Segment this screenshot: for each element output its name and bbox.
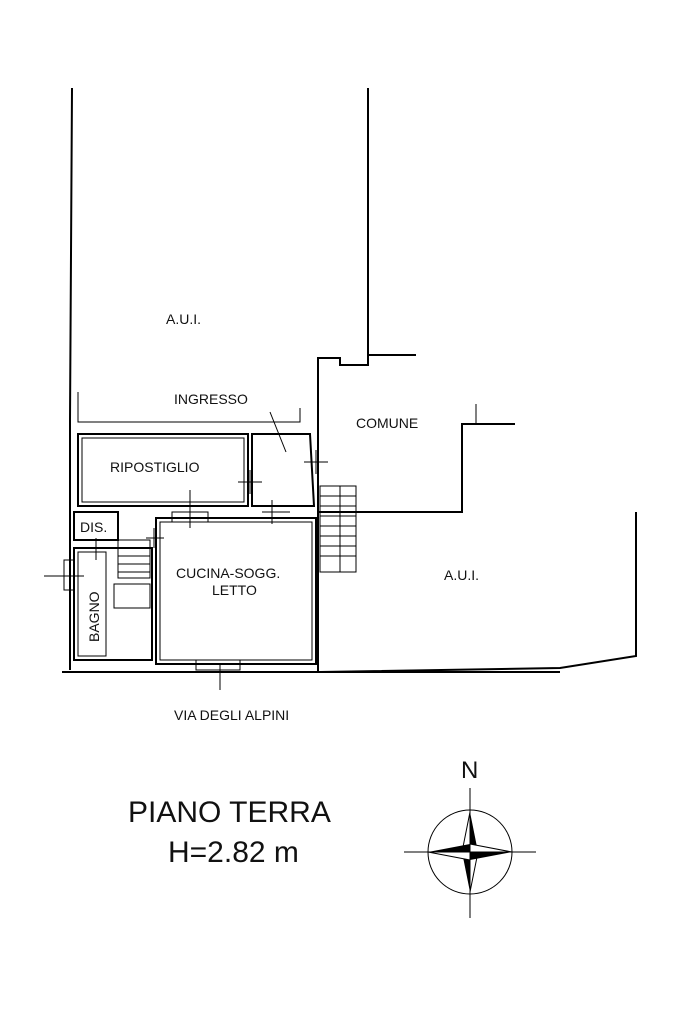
room-ripostiglio bbox=[77, 433, 249, 507]
neighbor-boundary-lines bbox=[69, 87, 416, 672]
label-ripostiglio: RIPOSTIGLIO bbox=[110, 459, 200, 475]
north-label: N bbox=[461, 757, 478, 784]
label-aui-right: A.U.I. bbox=[444, 567, 479, 583]
label-cucina-line2: LETTO bbox=[212, 582, 257, 598]
room-bagno bbox=[44, 538, 153, 661]
room-ingresso bbox=[238, 411, 328, 507]
label-ingresso: INGRESSO bbox=[174, 391, 248, 407]
label-cucina-line1: CUCINA-SOGG. bbox=[176, 565, 280, 581]
compass-rose-icon: N bbox=[404, 757, 536, 918]
label-dis: DIS. bbox=[80, 519, 107, 535]
external-staircase bbox=[319, 485, 357, 573]
floor-title: PIANO TERRA bbox=[128, 796, 331, 829]
floor-height: H=2.82 m bbox=[168, 836, 299, 869]
label-bagno: BAGNO bbox=[86, 591, 102, 642]
label-comune: COMUNE bbox=[356, 415, 418, 431]
common-area-outline bbox=[317, 404, 515, 513]
label-aui-top: A.U.I. bbox=[166, 311, 201, 327]
room-cucina-soggiorno bbox=[155, 490, 317, 690]
label-street: VIA DEGLI ALPINI bbox=[174, 707, 289, 723]
right-neighbor-boundary bbox=[319, 512, 637, 673]
